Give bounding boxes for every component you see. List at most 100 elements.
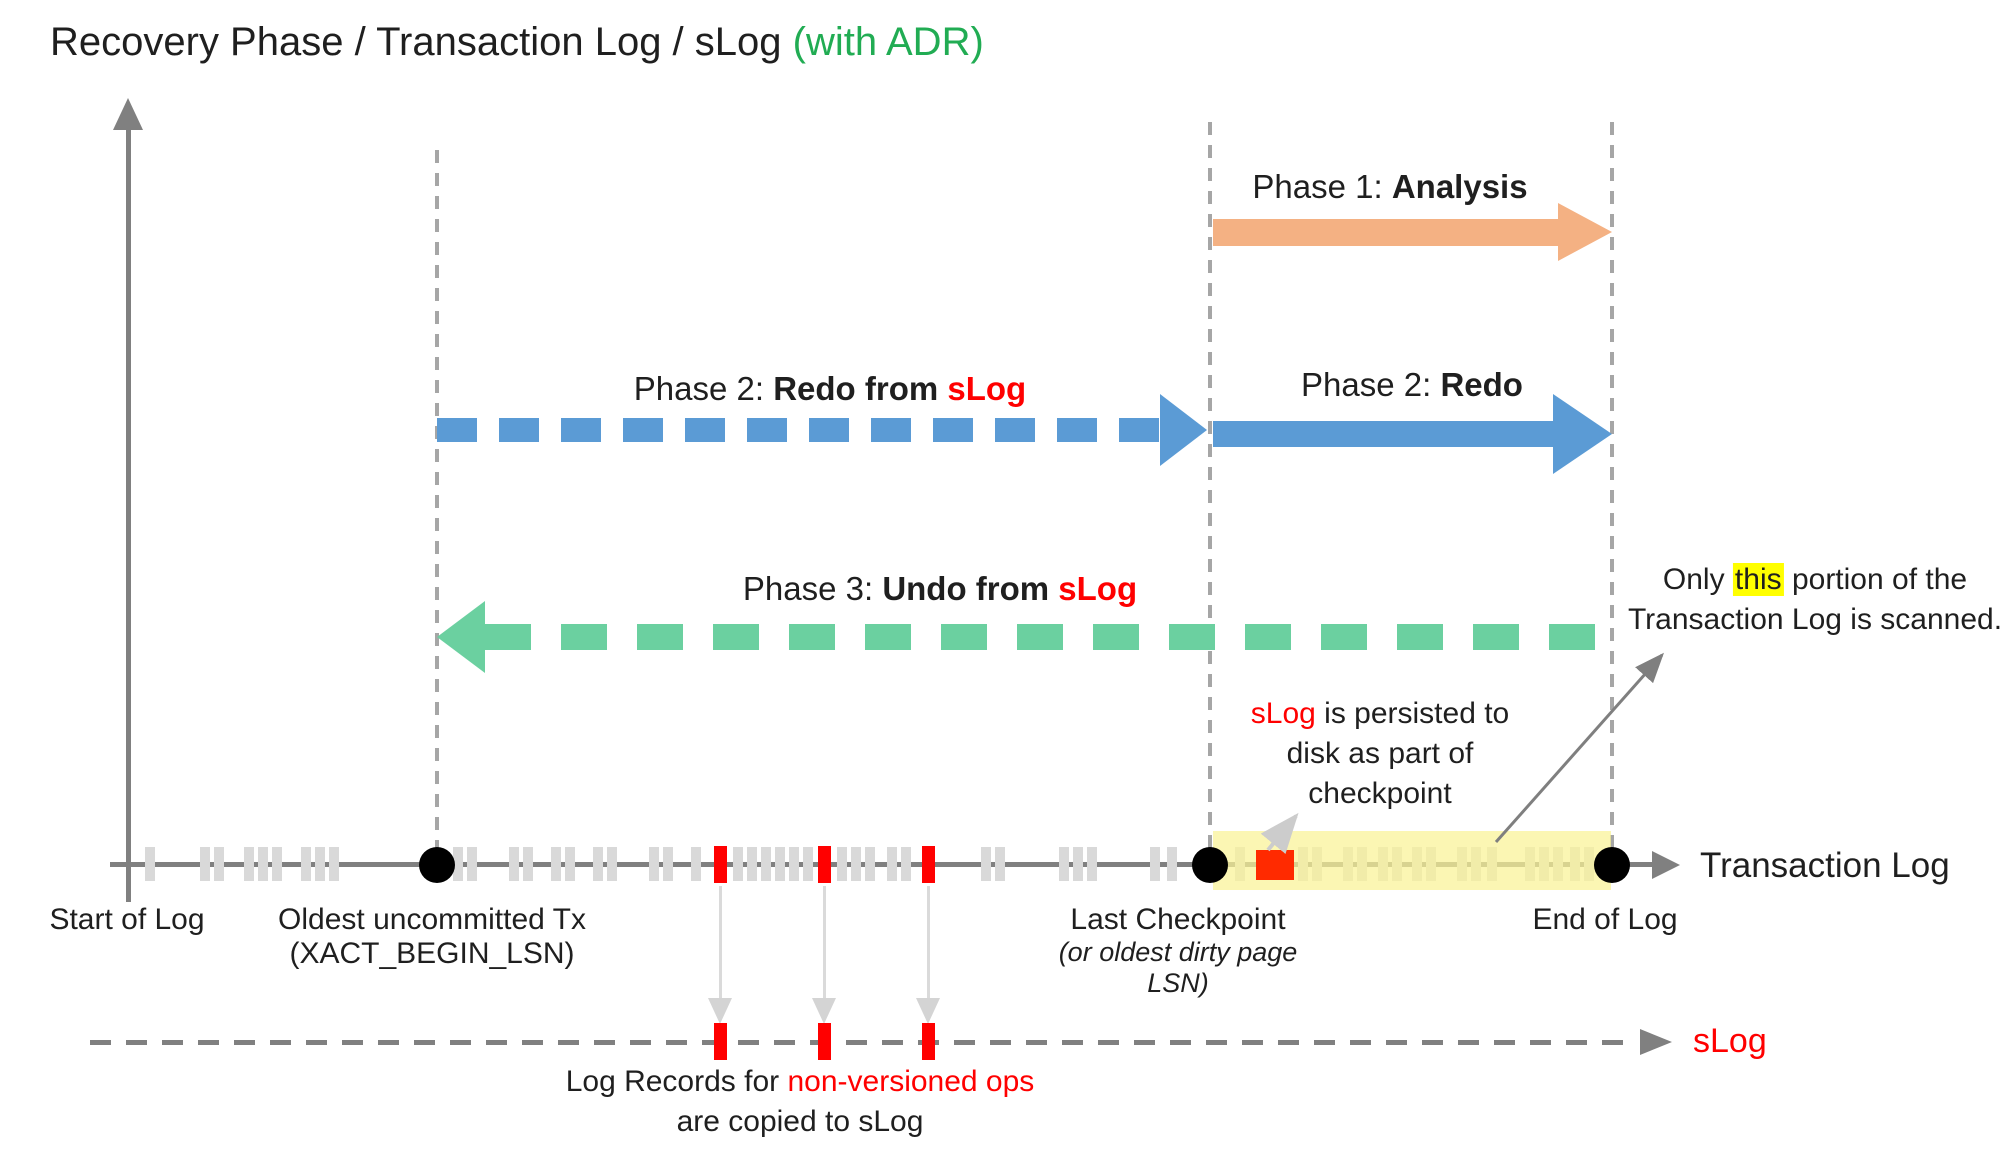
log-record-tick [1073,847,1083,881]
phase2-slog-accent: sLog [947,370,1027,407]
persist-note-line3: checkpoint [1308,777,1452,810]
phase3-arrow-body [485,624,1612,650]
log-record-tick [145,847,155,881]
transaction-log-arrowhead-icon [1652,851,1680,879]
log-record-tick [1087,847,1097,881]
phase2-slog-arrowhead-icon [1160,394,1207,466]
last-checkpoint-line2: (or oldest dirty page [1058,937,1298,967]
log-record-tick [509,847,519,881]
slog-persisted-square [1256,850,1294,880]
log-record-tick [1167,847,1177,881]
phase1-prefix: Phase 1: [1252,168,1392,205]
copy-to-slog-arrowhead-icon [708,998,732,1024]
persist-note-line1-rest: is persisted to [1315,697,1510,730]
phase3-accent: sLog [1058,570,1138,607]
marker-dot-end-of-log [1594,847,1630,883]
log-record-tick [995,847,1005,881]
copy-to-slog-arrow-line [718,886,722,998]
log-record-tick [258,847,268,881]
phase1-arrow-body [1213,219,1560,246]
log-record-tick [775,847,785,881]
page-title-adr: (with ADR) [792,20,984,64]
start-of-log-label: Start of Log [49,903,205,936]
phase1-name: Analysis [1391,168,1528,205]
log-record-tick [649,847,659,881]
log-record-tick [1059,847,1069,881]
copy-note: Log Records for non-versioned ops are co… [566,1062,1035,1142]
phase2-prefix: Phase 2: [1301,366,1441,403]
non-versioned-op-tick [817,846,831,883]
log-record-tick [244,847,254,881]
page-title-main: Recovery Phase / Transaction Log / sLog [50,20,793,64]
log-record-tick [887,847,897,881]
marker-dot-last-checkpoint [1192,847,1228,883]
phase3-arrowhead-icon [437,601,485,673]
scan-note-post: portion of the [1783,563,1968,596]
phase2-label: Phase 2: Redo [1301,366,1523,404]
log-record-tick [851,847,861,881]
non-versioned-op-tick [921,846,935,883]
scan-note-line2: Transaction Log is scanned. [1627,603,2001,636]
scan-note-pre: Only [1662,563,1733,596]
log-record-tick [453,847,463,881]
persist-note-line1: sLog is persisted to [1251,694,1509,734]
phase3-label: Phase 3: Undo from sLog [743,570,1137,608]
phase3-prefix: Phase 3: [742,570,883,607]
phase2-slog-label: Phase 2: Redo from sLog [634,370,1026,408]
persist-note: sLog is persisted to disk as part of che… [1251,694,1509,814]
guide-last-checkpoint [1208,122,1212,865]
last-checkpoint-line1: Last Checkpoint [1070,903,1286,936]
log-record-tick [837,847,847,881]
guide-end-of-log [1610,122,1614,865]
y-axis-line [126,126,131,902]
copy-note-line1-pre: Log Records for [565,1065,788,1098]
log-record-tick [691,847,701,881]
slog-label: sLog [1693,1022,1767,1060]
slog-arrowhead-icon [1640,1029,1672,1055]
log-record-tick [301,847,311,881]
phase2-name: Redo [1440,366,1523,403]
log-record-tick [200,847,210,881]
log-record-tick [733,847,743,881]
log-record-tick [663,847,673,881]
slog-record-tick [713,1023,727,1060]
log-record-tick [272,847,282,881]
log-record-tick [551,847,561,881]
log-record-tick [565,847,575,881]
guide-oldest-uncommitted-tx [435,150,439,865]
copy-note-line1: Log Records for non-versioned ops [566,1062,1035,1102]
last-checkpoint-label: Last Checkpoint (or oldest dirty page LS… [1059,903,1298,999]
oldest-uncommitted-tx-label: Oldest uncommitted Tx (XACT_BEGIN_LSN) [278,903,586,971]
non-versioned-op-tick [713,846,727,883]
phase2-slog-arrow-body [437,418,1161,442]
phase2-arrow-body [1213,421,1557,447]
log-record-tick [901,847,911,881]
log-record-tick [789,847,799,881]
copy-to-slog-arrow-line [822,886,826,998]
scan-note-arrow-icon [1494,652,1664,843]
copy-note-line1-accent: non-versioned ops [787,1065,1035,1098]
marker-dot-oldest-uncommitted-tx [419,847,455,883]
oldest-uncommitted-tx-line2: (XACT_BEGIN_LSN) [289,937,575,970]
log-record-tick [593,847,603,881]
copy-to-slog-arrow-line [926,886,930,998]
scan-note: Only this portion of the Transaction Log… [1628,560,2001,640]
oldest-uncommitted-tx-line1: Oldest uncommitted Tx [278,903,586,936]
log-record-tick [607,847,617,881]
phase2-slog-prefix: Phase 2: [633,370,774,407]
phase2-arrowhead-icon [1553,394,1612,474]
persist-note-accent: sLog [1250,697,1316,730]
scan-note-highlight: this [1732,563,1784,596]
phase1-arrowhead-icon [1558,203,1612,261]
log-record-tick [761,847,771,881]
log-record-tick [329,847,339,881]
log-record-tick [747,847,757,881]
transaction-log-label: Transaction Log [1700,846,1950,885]
slog-record-tick [817,1023,831,1060]
log-record-tick [214,847,224,881]
copy-note-line2: are copied to sLog [676,1105,924,1138]
log-record-tick [1150,847,1160,881]
slog-line [90,1040,1635,1045]
phase2-slog-name: Redo from [773,370,948,407]
